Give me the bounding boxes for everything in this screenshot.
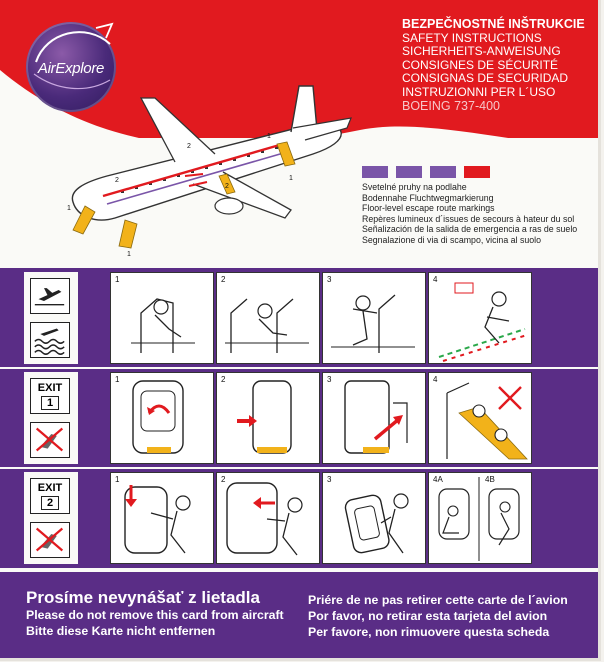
slide-evacuation-illustration [446,382,528,460]
logo-text: AirExplore [37,60,105,77]
exit-word: EXIT [37,482,63,494]
no-slide-prohibited-icon [35,427,64,452]
footer-notice: Prosíme nevynášať z lietadla Please do n… [0,572,598,658]
panel-number: 1 [115,475,120,484]
exit-number: 2 [41,496,59,510]
exit-label: 2 [115,177,119,184]
row-divider [0,367,598,369]
legend-swatches [362,166,522,178]
title-line: INSTRUZIONNI PER L´USO [402,84,556,99]
title-main: BEZPEČNOSTNÉ INŠTRUKCIE [402,17,585,31]
window-remove-illustration [226,482,303,556]
brace-position-illustration [225,298,309,353]
instruction-panel: 2 [216,272,320,364]
window-throw-out-illustration [344,493,409,554]
exit-label: 1 [267,133,271,140]
legend-line: Repères lumineux d´issues de secours à h… [362,213,575,224]
evacuation-illustration [438,282,528,362]
panel-number: 1 [115,275,120,284]
airplane-exit-diagram: 1 2 1 2 1 2 1 [67,85,352,258]
no-slide-prohibited-icon [35,527,64,552]
exit-label: 1 [127,251,131,258]
water-landing-icon [30,322,70,358]
exit-1-sign: EXIT 1 [30,378,70,414]
instruction-panel: 3 [322,472,426,564]
instruction-panel: 1 [110,272,214,364]
legend-line: Señalización de la salida de emergencia … [362,224,578,235]
exit-label: 1 [289,175,293,182]
panel-number: 4A [433,475,443,484]
header-wave [0,70,598,260]
brace-position-illustration [331,294,415,353]
instruction-panel: 4 [428,372,532,464]
landing-plane-icon [34,288,65,306]
exit-number: 1 [41,396,59,410]
legend-line: Svetelné pruhy na podlahe [362,182,467,192]
landing-icon [30,278,70,314]
instruction-panel: 3 [322,372,426,464]
footer-line-fr: Priére de ne pas retirer cette carte de … [308,593,568,607]
window-climb-out-illustration [438,477,520,561]
aircraft-model: BOEING 737-400 [402,99,500,113]
brace-position-illustration [131,298,195,353]
footer-line-it: Per favore, non rimuovere questa scheda [308,625,550,639]
panel-number: 3 [327,475,332,484]
row-divider [0,467,598,469]
row2-icon-column: EXIT 1 [24,372,78,464]
exit-label: 1 [67,205,71,212]
panel-number: 3 [327,375,332,384]
instruction-panel: 3 [322,272,426,364]
logo-swoosh-icon [33,22,114,90]
footer-right: Priére de ne pas retirer cette carte de … [308,592,568,640]
instruction-panel: 4 [428,272,532,364]
instruction-panel: 1 [110,472,214,564]
no-slide-icon [30,422,70,458]
footer-line-sk: Prosíme nevynášať z lietadla [26,588,260,607]
door-open-illustration [132,380,184,454]
window-exit-illustration [124,485,191,554]
legend-swatch [362,166,388,178]
water-waves-icon [34,328,65,355]
panel-number: 4B [485,475,495,484]
panel-number: 2 [221,275,226,284]
row1-icon-column [24,272,78,364]
row3-icon-column: EXIT 2 [24,472,78,564]
header-titles: BEZPEČNOSTNÉ INŠTRUKCIE SAFETY INSTRUCTI… [402,17,594,114]
exit-2-sign: EXIT 2 [30,478,70,514]
instruction-panel: 1 [110,372,214,464]
slide-handle-illustration [344,380,408,454]
brand-logo: AirExplore [26,22,116,112]
legend-line: Bodennahe Fluchtwegmarkierung [362,192,494,203]
footer-line-de: Bitte diese Karte nicht entfernen [26,624,216,638]
panel-number: 4 [433,275,438,284]
title-line: CONSIGNAS DE SECURIDAD [402,71,569,85]
panel-number: 3 [327,275,332,284]
exit-label: 2 [225,183,229,190]
instruction-panel: 2 [216,472,320,564]
footer-left: Prosíme nevynášať z lietadla Please do n… [26,588,284,639]
exit-word: EXIT [37,382,63,394]
panel-number: 2 [221,375,226,384]
legend-swatch [430,166,456,178]
panel-number: 4 [433,375,438,384]
title-line: SAFETY INSTRUCTIONS [402,30,542,45]
legend-swatch [396,166,422,178]
instruction-panel: 4A 4B [428,472,532,564]
door-push-illustration [237,380,292,454]
title-line: SICHERHEITS-ANWEISUNG [402,44,561,58]
legend-text: Svetelné pruhy na podlahe Bodennahe Fluc… [362,182,598,246]
instruction-panel: 2 [216,372,320,464]
panel-number: 1 [115,375,120,384]
exit-label: 2 [187,143,191,150]
legend-line: Segnalazione di via di scampo, vicina al… [362,234,541,245]
legend-line: Floor-level escape route markings [362,203,495,214]
footer-line-en: Please do not remove this card from airc… [26,608,284,622]
title-line: CONSIGNES DE SÉCURITÉ [402,57,559,72]
no-slide-icon [30,522,70,558]
footer-line-es: Por favor, no retirar esta tarjeta del a… [308,609,548,623]
panel-number: 2 [221,475,226,484]
legend-swatch [464,166,490,178]
